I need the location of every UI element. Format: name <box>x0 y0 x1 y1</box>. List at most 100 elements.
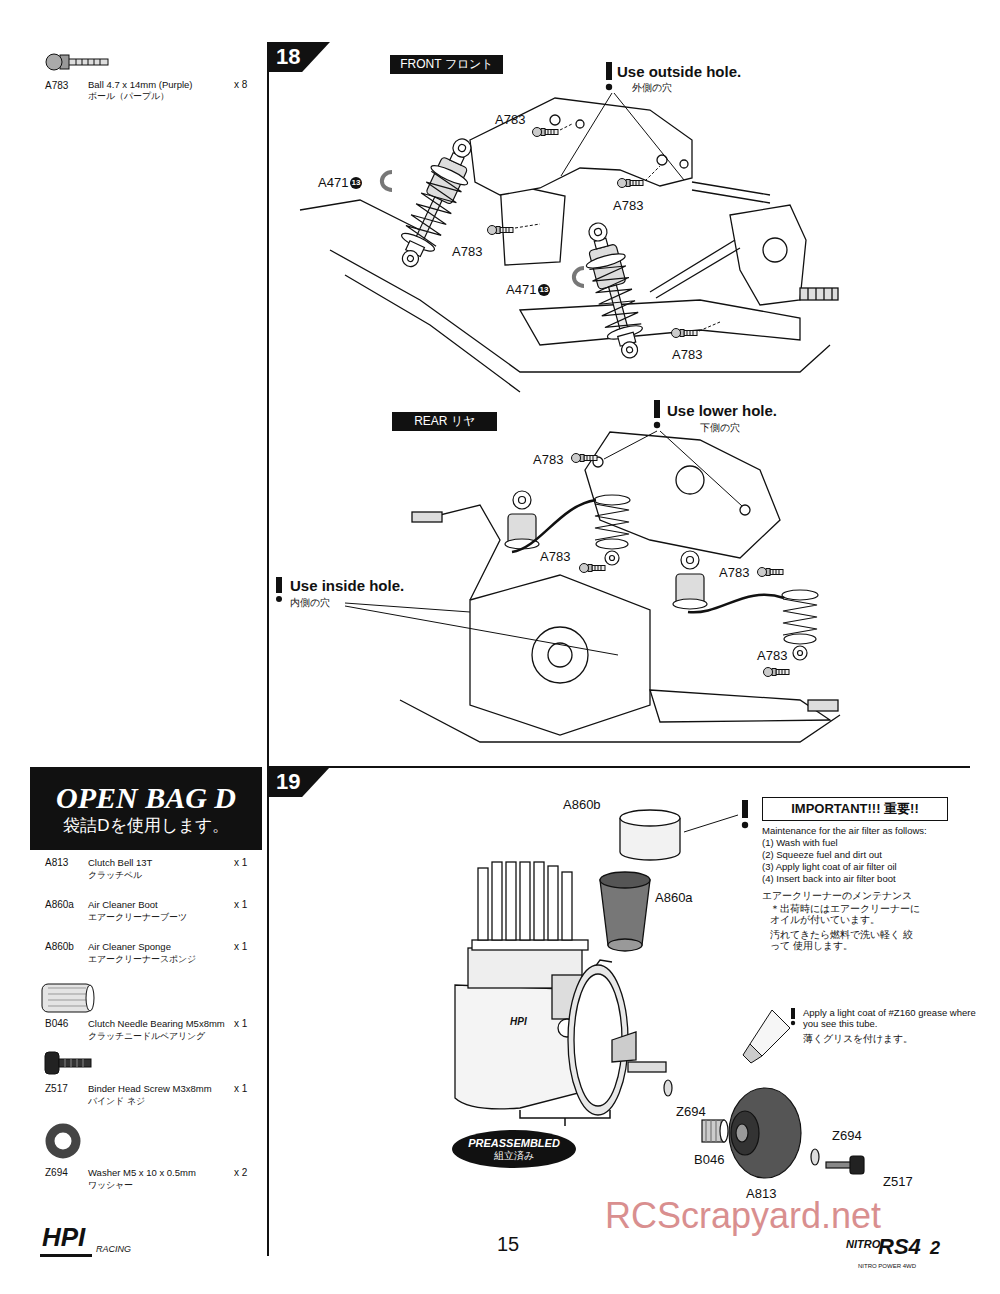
part-name-ja: ボール（パープル） <box>88 91 169 102</box>
part-name: Air Cleaner Boot <box>88 899 158 910</box>
maintenance-text-ja: ＊出荷時にはエアークリーナーに オイルが付いています。 <box>770 903 920 926</box>
clip <box>382 172 392 190</box>
part-name-ja: ワッシャー <box>88 1180 133 1191</box>
part-icon <box>46 54 62 70</box>
note-ja: 下側の穴 <box>700 422 740 434</box>
part-code: Z517 <box>45 1083 68 1095</box>
engine <box>472 940 588 950</box>
product-logo: 2 <box>930 1238 940 1260</box>
caution-mark <box>654 400 660 418</box>
step-number: 18 <box>268 42 330 72</box>
step-tab <box>268 767 330 797</box>
rear-chassis <box>412 512 442 522</box>
callout-number: 13 <box>538 284 550 296</box>
ball-stud <box>580 564 606 573</box>
part-callout: A783 <box>672 347 702 363</box>
maintenance-step: (2) Squeeze fuel and dirt out <box>762 849 882 860</box>
node-text: 組立済み <box>494 1150 534 1162</box>
clutch-parts <box>720 1120 728 1142</box>
part-quantity: x 2 <box>234 1167 247 1179</box>
rear-chassis <box>676 466 704 494</box>
part-code: Z694 <box>45 1167 68 1179</box>
part-callout: A783 <box>452 244 482 260</box>
page-frame <box>267 42 269 1256</box>
node-text: OPEN BAG D <box>56 781 236 816</box>
shock-spring <box>782 590 818 660</box>
engine <box>520 862 530 940</box>
caution-mark <box>276 62 795 1025</box>
part-icon <box>59 1059 91 1067</box>
install-line <box>699 322 720 331</box>
rear-chassis <box>470 575 650 735</box>
rear-chassis <box>400 432 840 742</box>
engine <box>628 1062 666 1072</box>
part-code: B046 <box>45 1018 68 1030</box>
clip <box>382 172 584 286</box>
caution-mark <box>791 1021 795 1025</box>
callout-number: 13 <box>350 177 362 189</box>
part-name-ja: エアークリーナーブーツ <box>88 912 187 923</box>
node-text-group: PREASSEMBLED組立済み <box>468 1137 560 1161</box>
ball-stud <box>764 668 790 677</box>
front-chassis <box>500 182 565 265</box>
maintenance-text-ja: エアークリーナーのメンテナンス <box>762 890 912 901</box>
clutch-parts <box>706 1120 721 1142</box>
node-text-group: 18 <box>276 44 300 69</box>
ball-stud <box>758 568 784 577</box>
node-text: FRONT フロント <box>400 58 492 72</box>
air-cleaner <box>620 810 680 826</box>
note: Use outside hole. <box>617 63 741 81</box>
front-chassis <box>470 98 692 195</box>
clutch-parts <box>664 1080 864 1178</box>
leader-line <box>604 431 657 459</box>
air-cleaner <box>600 872 650 888</box>
engine <box>506 862 516 940</box>
part-quantity: x 8 <box>234 79 247 91</box>
note-ja: 内側の穴 <box>290 597 330 609</box>
product-logo: RS4 <box>878 1234 921 1260</box>
part-name-ja: エアークリーナースポンジ <box>88 954 196 965</box>
part-icon <box>42 54 108 1154</box>
caution-mark <box>276 596 282 602</box>
part-code: A783 <box>45 80 68 92</box>
leader-line <box>561 93 684 180</box>
node-text: 18 <box>276 44 300 69</box>
part-icon <box>42 984 94 1012</box>
caution-mark <box>742 822 748 828</box>
preassembled-badge: PREASSEMBLED組立済み <box>452 1130 576 1168</box>
rear-chassis <box>650 690 830 722</box>
part-code: A813 <box>45 857 68 869</box>
grease-tube <box>743 1044 762 1063</box>
bag-banner: OPEN BAG D袋詰Dを使用します。 <box>30 767 262 850</box>
product-logo: NITRO POWER 4WD <box>858 1263 916 1270</box>
engine <box>612 1032 636 1062</box>
maintenance-text-ja: 汚れてきたら燃料で洗い軽く 絞って 使用します。 <box>770 929 920 952</box>
leader-line <box>614 93 684 180</box>
leader-line <box>345 606 618 655</box>
part-name: Binder Head Screw M3x8mm <box>88 1083 212 1094</box>
watermark: RCScrapyard.net <box>605 1194 881 1237</box>
front-chassis <box>680 160 688 168</box>
clutch-parts <box>736 1124 748 1142</box>
view-label: REAR リヤ <box>392 412 497 431</box>
engine-brand: HPI <box>510 1016 527 1028</box>
ball-stud <box>533 128 559 137</box>
clutch-parts <box>731 1111 759 1155</box>
part-icon <box>45 1052 59 1074</box>
rear-chassis <box>808 700 838 711</box>
node-text: REAR リヤ <box>414 415 475 429</box>
part-callout: A471 <box>506 282 536 298</box>
ball-stud <box>672 329 698 338</box>
caution-mark <box>742 800 748 818</box>
install-line <box>515 224 540 228</box>
node-text-group: FRONT フロント <box>400 58 492 72</box>
front-chassis <box>692 182 770 203</box>
front-chassis <box>520 300 800 345</box>
engine <box>534 862 544 940</box>
part-name: Clutch Needle Bearing M5x8mm <box>88 1018 225 1029</box>
part-callout: A783 <box>533 452 563 468</box>
part-icon <box>42 984 92 1012</box>
node-text: PREASSEMBLED <box>468 1137 560 1150</box>
part-quantity: x 1 <box>234 1018 247 1030</box>
engine <box>562 872 572 940</box>
